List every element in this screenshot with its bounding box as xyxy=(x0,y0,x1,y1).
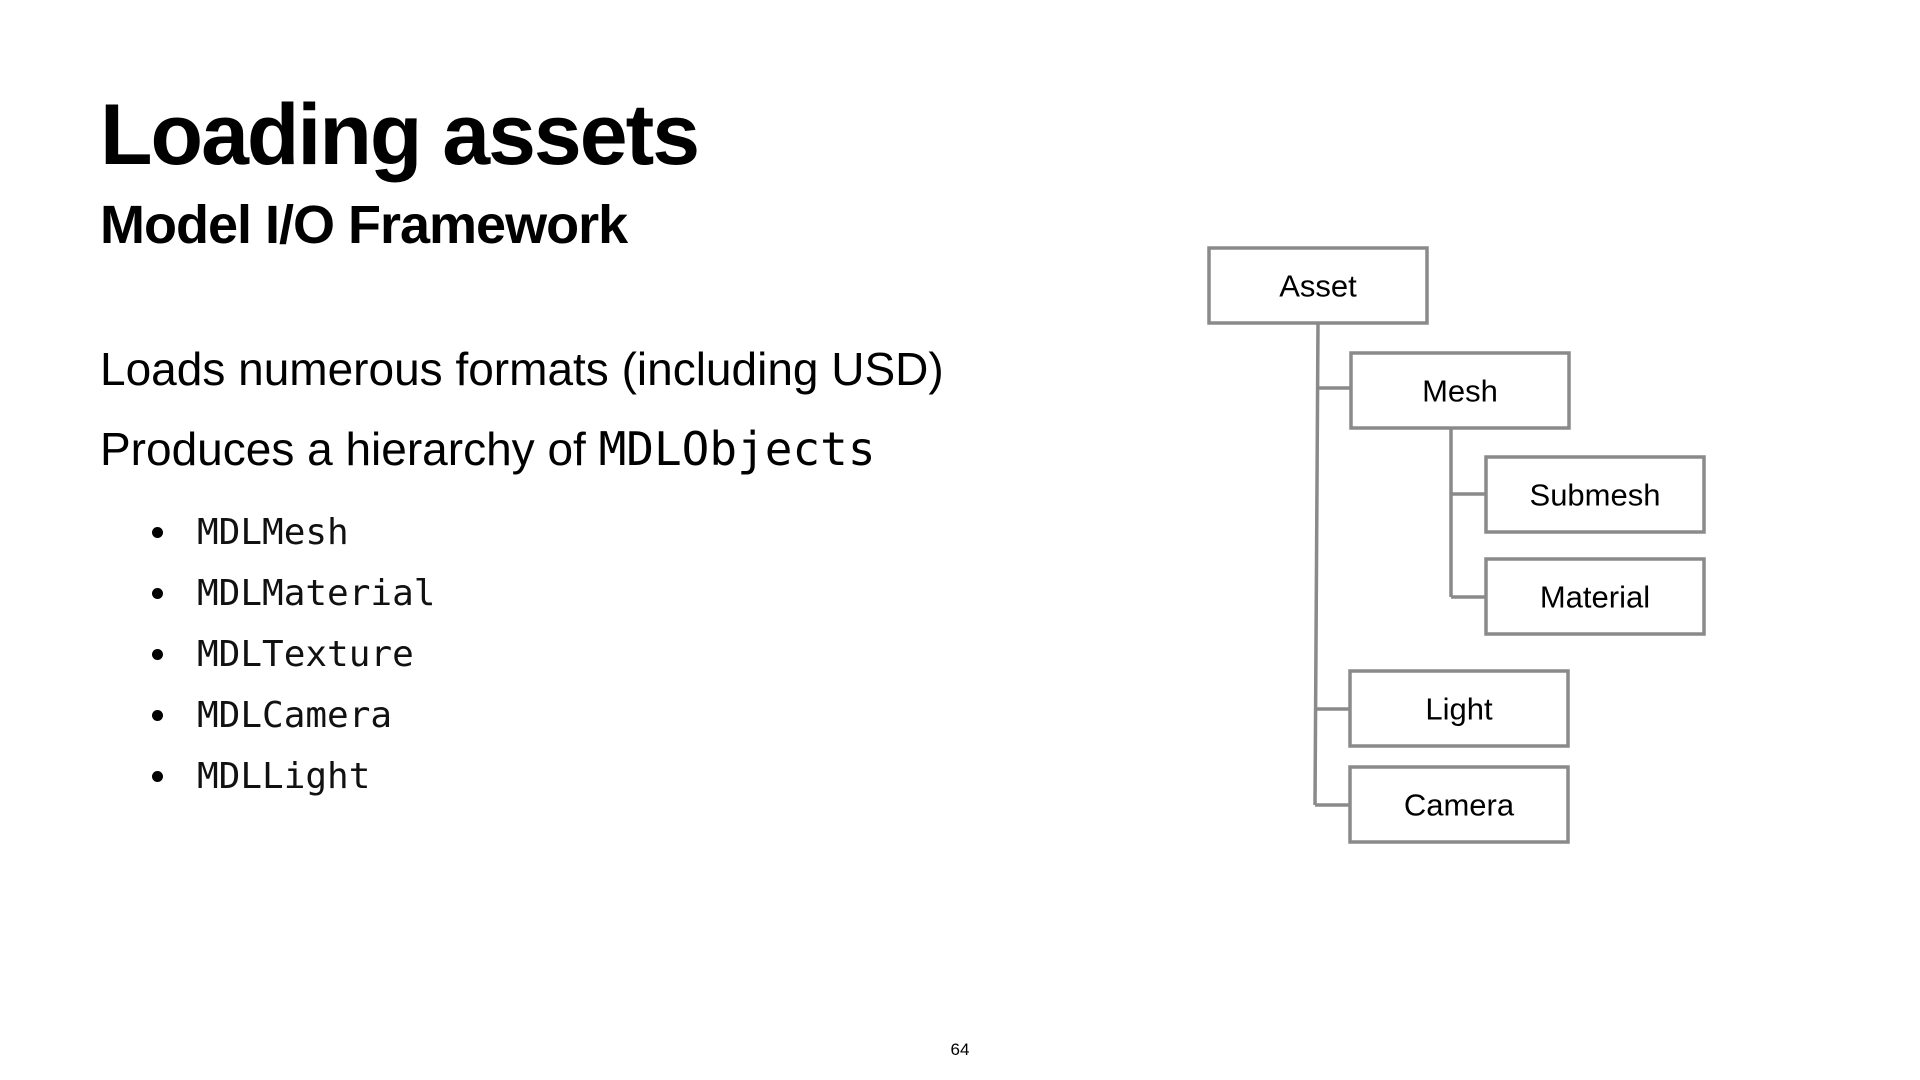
body-text-hierarchy-prefix: Produces a hierarchy of xyxy=(100,423,599,475)
bullet-item: MDLCamera xyxy=(140,685,435,746)
bullet-item: MDLLight xyxy=(140,746,435,807)
node-asset: Asset xyxy=(1207,246,1429,325)
node-submesh-label: Submesh xyxy=(1530,478,1661,513)
bullet-item: MDLTexture xyxy=(140,624,435,685)
node-mesh: Mesh xyxy=(1349,351,1571,430)
node-material-label: Material xyxy=(1540,580,1650,615)
bullet-dot-icon xyxy=(152,771,163,782)
connector-asset-trunk xyxy=(1313,322,1320,806)
body-text-hierarchy: Produces a hierarchy of MDLObjects xyxy=(100,424,876,475)
bullet-list: MDLMesh MDLMaterial MDLTexture MDLCamera… xyxy=(140,502,435,807)
bullet-text: MDLMesh xyxy=(197,512,349,553)
bullet-text: MDLCamera xyxy=(197,695,393,736)
node-camera-label: Camera xyxy=(1404,788,1515,823)
slide-subtitle: Model I/O Framework xyxy=(100,195,628,255)
node-asset-box xyxy=(1207,246,1429,325)
slide-title: Loading assets xyxy=(100,87,700,183)
bullet-dot-icon xyxy=(152,527,163,538)
bullet-item: MDLMaterial xyxy=(140,563,435,624)
node-submesh-box xyxy=(1484,455,1706,534)
node-camera-box xyxy=(1348,765,1570,844)
node-light: Light xyxy=(1348,669,1570,748)
node-mesh-box xyxy=(1349,351,1571,430)
bullet-text: MDLMaterial xyxy=(197,573,436,614)
bullet-dot-icon xyxy=(152,710,163,721)
bullet-dot-icon xyxy=(152,649,163,660)
node-light-label: Light xyxy=(1425,692,1493,727)
node-mesh-label: Mesh xyxy=(1422,374,1498,409)
body-text-formats: Loads numerous formats (including USD) xyxy=(100,343,944,395)
bullet-dot-icon xyxy=(152,588,163,599)
page-number: 64 xyxy=(950,1040,970,1059)
node-submesh: Submesh xyxy=(1484,455,1706,534)
bullet-text: MDLTexture xyxy=(197,634,414,675)
node-camera: Camera xyxy=(1348,765,1570,844)
node-material: Material xyxy=(1484,557,1706,636)
bullet-text: MDLLight xyxy=(197,756,371,797)
code-mdlobjects: MDLObjects xyxy=(598,422,876,476)
bullet-item: MDLMesh xyxy=(140,502,435,563)
node-material-box xyxy=(1484,557,1706,636)
node-light-box xyxy=(1348,669,1570,748)
node-asset-label: Asset xyxy=(1279,269,1357,304)
